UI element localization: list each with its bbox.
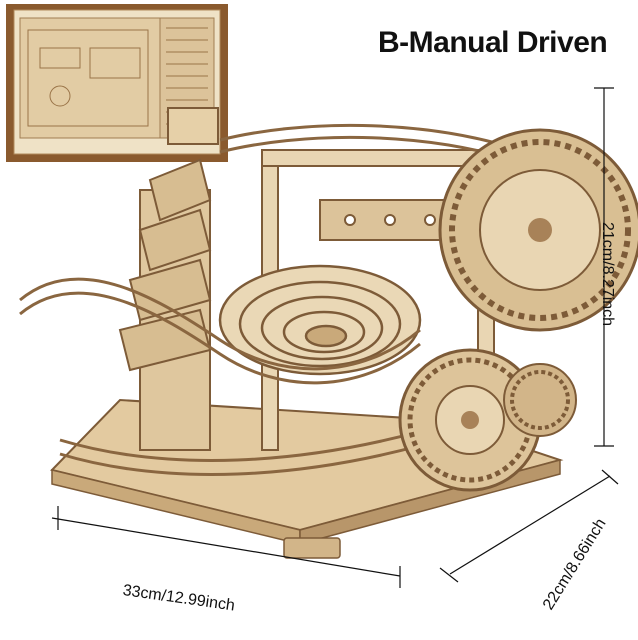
dimension-lines	[51, 87, 619, 588]
gear-wheels	[398, 128, 638, 492]
page-title: B-Manual Driven	[378, 26, 608, 59]
marble-tracks	[19, 123, 521, 476]
height-dimension-label: 21cm/8.27inch	[599, 222, 616, 327]
spiral-funnel	[218, 264, 422, 376]
step-lift	[118, 107, 219, 372]
